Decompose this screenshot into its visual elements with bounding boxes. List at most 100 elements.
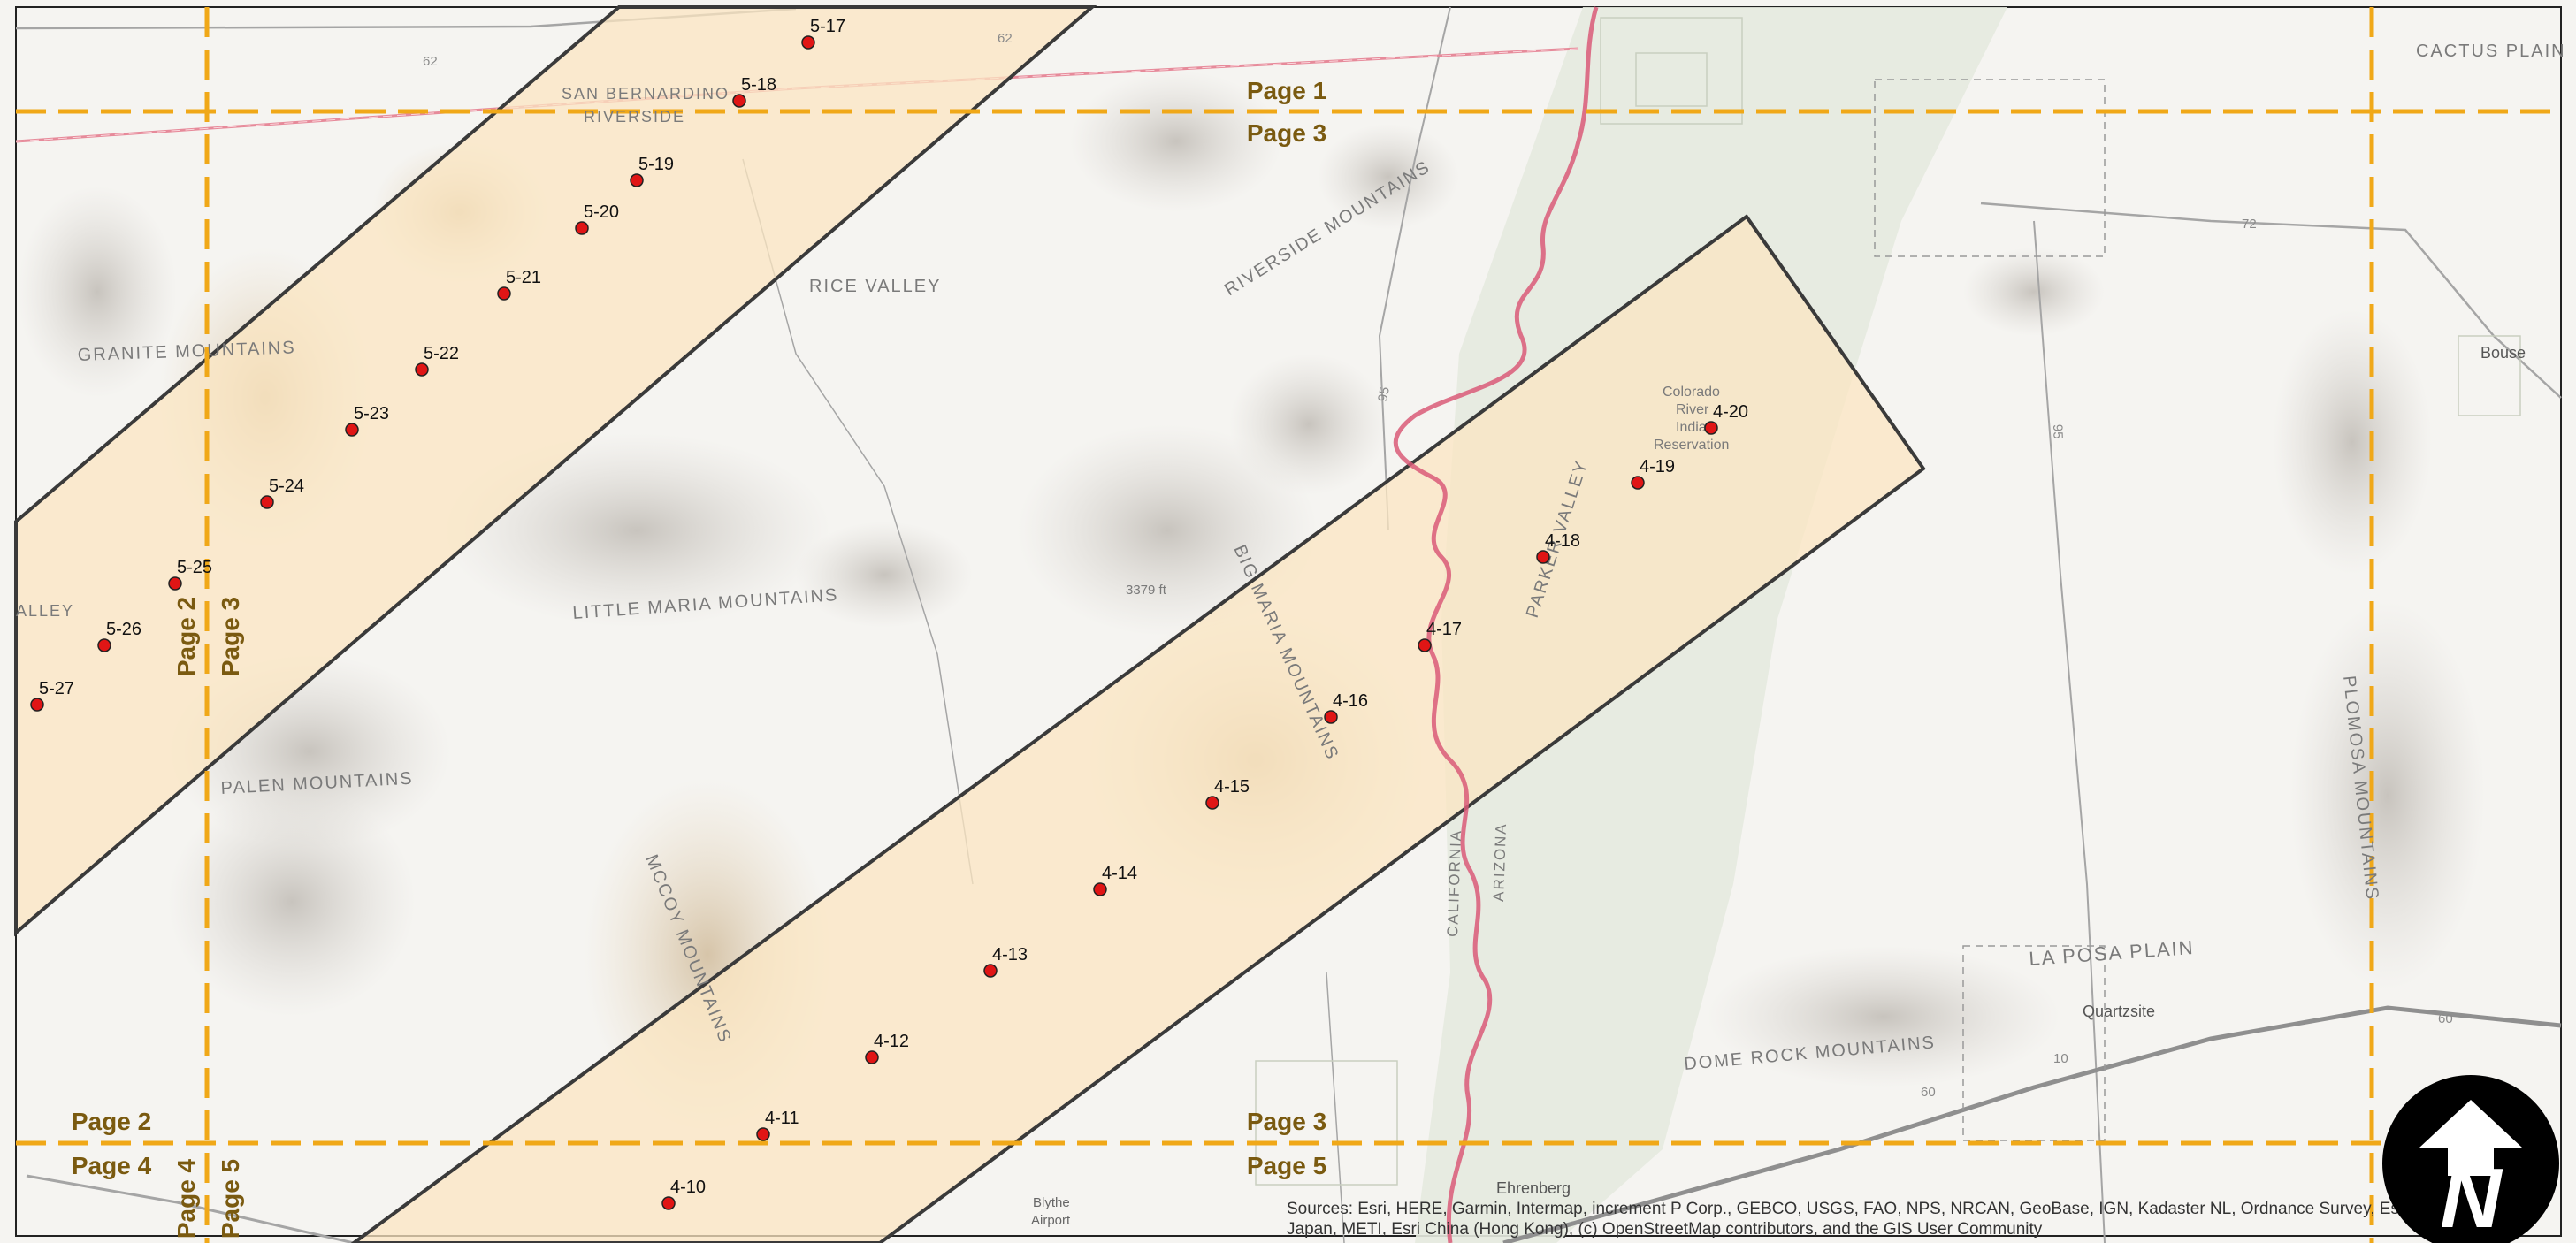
road-95-north: [1378, 6, 1451, 531]
structure-point[interactable]: 4-20: [1704, 402, 1748, 435]
road-95-east: [2033, 220, 2106, 1243]
structure-point-marker: [1704, 421, 1718, 435]
structure-point[interactable]: 5-24: [260, 477, 304, 509]
structure-point-marker: [497, 286, 511, 301]
structure-point-marker: [345, 423, 359, 437]
structure-point-label: 5-22: [424, 344, 459, 363]
structure-point-marker: [30, 698, 44, 712]
structure-point[interactable]: 4-15: [1205, 777, 1250, 810]
page-label-p3-left: Page 3: [217, 597, 244, 676]
attribution-line-2: Japan, METI, Esri China (Hong Kong), (c)…: [1287, 1220, 2043, 1239]
structure-point-label: 4-16: [1333, 691, 1368, 711]
page-label-p4-bottom: Page 4: [72, 1152, 152, 1179]
colorado-river: [1393, 6, 1599, 1243]
route-95-a: 95: [1375, 385, 1393, 402]
structure-point[interactable]: 5-25: [168, 558, 212, 591]
structure-point-marker: [97, 638, 111, 652]
structure-point[interactable]: 5-26: [97, 620, 141, 652]
attribution: Sources: Esri, HERE, Garmin, Intermap, i…: [1287, 1200, 2409, 1239]
structure-point-marker: [1093, 882, 1107, 896]
structure-point-label: 5-24: [269, 477, 304, 496]
structure-point-marker: [415, 362, 429, 377]
page-labels: Page 1 Page 3 Page 2 Page 3 Page 2 Page …: [72, 77, 1326, 1239]
structure-point[interactable]: 5-17: [801, 17, 845, 50]
structure-point-label: 4-15: [1214, 777, 1250, 797]
corridor-4: [350, 214, 1926, 1243]
structure-point[interactable]: 5-22: [415, 344, 459, 377]
structure-point[interactable]: 4-10: [661, 1178, 706, 1210]
structure-point-marker: [1631, 476, 1645, 490]
structure-point[interactable]: 4-16: [1324, 691, 1368, 724]
structure-point[interactable]: 5-27: [30, 679, 74, 712]
route-60-b: 60: [2438, 1011, 2453, 1026]
route-numbers: 62 62 72 95 95 10 60 60: [423, 31, 2453, 1100]
structure-point[interactable]: 4-17: [1418, 620, 1462, 652]
structure-point-label: 4-13: [992, 945, 1028, 965]
structure-point-label: 4-19: [1640, 457, 1675, 477]
structure-point-marker: [168, 576, 182, 591]
place-ehrenberg: Ehrenberg: [1496, 1179, 1571, 1197]
structure-point[interactable]: 5-18: [732, 75, 776, 108]
attribution-line-1: Sources: Esri, HERE, Garmin, Intermap, i…: [1287, 1200, 2409, 1218]
place-blythe-airport-2: Airport: [1031, 1213, 1071, 1228]
structure-point-marker: [1324, 710, 1338, 724]
structure-point-marker: [575, 221, 589, 235]
structure-point-label: 5-26: [106, 620, 141, 639]
place-san-bernardino: SAN BERNARDINO: [562, 85, 730, 103]
place-arizona: ARIZONA: [1490, 822, 1510, 902]
structure-point-label: 4-14: [1102, 864, 1137, 883]
north-arrow-icon: N: [2382, 1075, 2559, 1243]
structure-point[interactable]: 4-12: [865, 1032, 909, 1064]
route-62-b: 62: [998, 31, 1013, 46]
place-elevation: 3379 ft: [1126, 583, 1167, 598]
page-grid: [16, 7, 2561, 1243]
place-quartzsite: Quartzsite: [2083, 1003, 2155, 1020]
structure-point[interactable]: 5-21: [497, 268, 541, 301]
structure-point-label: 5-27: [39, 679, 74, 698]
page-label-p4-vert: Page 4: [172, 1158, 200, 1239]
north-arrow-letter: N: [2440, 1151, 2503, 1243]
page-label-p2-bottom: Page 2: [72, 1108, 151, 1135]
structure-point-marker: [732, 94, 746, 108]
structure-point[interactable]: 4-14: [1093, 864, 1137, 896]
place-bouse: Bouse: [2480, 344, 2526, 362]
road-i10: [1502, 1005, 2562, 1243]
place-cactus-plain: CACTUS PLAIN: [2416, 42, 2566, 61]
structure-point-label: 4-12: [874, 1032, 909, 1051]
page-label-p5-vert: Page 5: [217, 1159, 244, 1239]
road-local-2: [742, 158, 974, 885]
route-62-a: 62: [423, 54, 438, 69]
place-colorado-river-1: Colorado: [1663, 385, 1720, 400]
structure-point[interactable]: 4-19: [1631, 457, 1675, 490]
structure-point-label: 4-10: [670, 1178, 706, 1197]
structure-point[interactable]: 4-11: [756, 1109, 799, 1141]
town-grids: [1255, 17, 2521, 1186]
page-label-p1-top: Page 1: [1247, 77, 1326, 104]
structure-point[interactable]: 5-20: [575, 202, 619, 235]
road-local-3: [1326, 972, 1345, 1243]
structure-point[interactable]: 5-23: [345, 404, 389, 437]
structure-points: 5-17 5-18 5-19 5-20 5-21 5-22 5-23 5-24 5-25 5-26…: [30, 17, 1748, 1210]
page-label-p2-left: Page 2: [172, 597, 200, 676]
structure-point[interactable]: 4-13: [983, 945, 1028, 978]
structure-point-marker: [801, 35, 815, 50]
place-colorado-river-4: Reservation: [1654, 438, 1729, 453]
structure-point-label: 5-21: [506, 268, 541, 287]
corridor-5: [14, 5, 1097, 937]
structure-point-label: 5-20: [584, 202, 619, 222]
structure-point-marker: [1205, 796, 1219, 810]
structure-point-marker: [865, 1050, 879, 1064]
structure-point[interactable]: 5-19: [630, 155, 674, 187]
structure-point-marker: [661, 1196, 676, 1210]
place-colorado-river-3: Indian: [1676, 420, 1715, 435]
route-10: 10: [2053, 1051, 2068, 1066]
structure-point-label: 4-17: [1426, 620, 1462, 639]
place-blythe-airport-1: Blythe: [1033, 1195, 1070, 1210]
structure-point-marker: [630, 173, 644, 187]
place-valley-left: ALLEY: [16, 602, 74, 620]
structure-point-label: 5-23: [354, 404, 389, 423]
structure-point-marker: [983, 964, 998, 978]
structure-point[interactable]: 4-18: [1536, 531, 1580, 564]
structure-point-label: 4-11: [765, 1109, 799, 1128]
